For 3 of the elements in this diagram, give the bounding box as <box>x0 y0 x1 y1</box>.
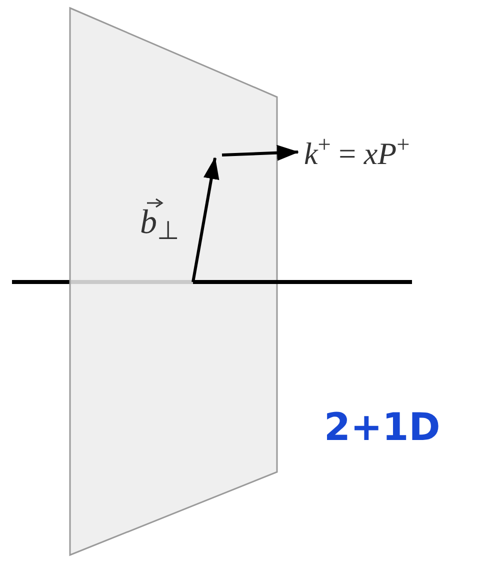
dimension-label: 2+1D <box>324 408 440 446</box>
vector-label: b$_{⊥}$ <box>140 206 180 240</box>
momentum-label: k$^{+}$ = xP$^{+}$ <box>304 138 410 169</box>
